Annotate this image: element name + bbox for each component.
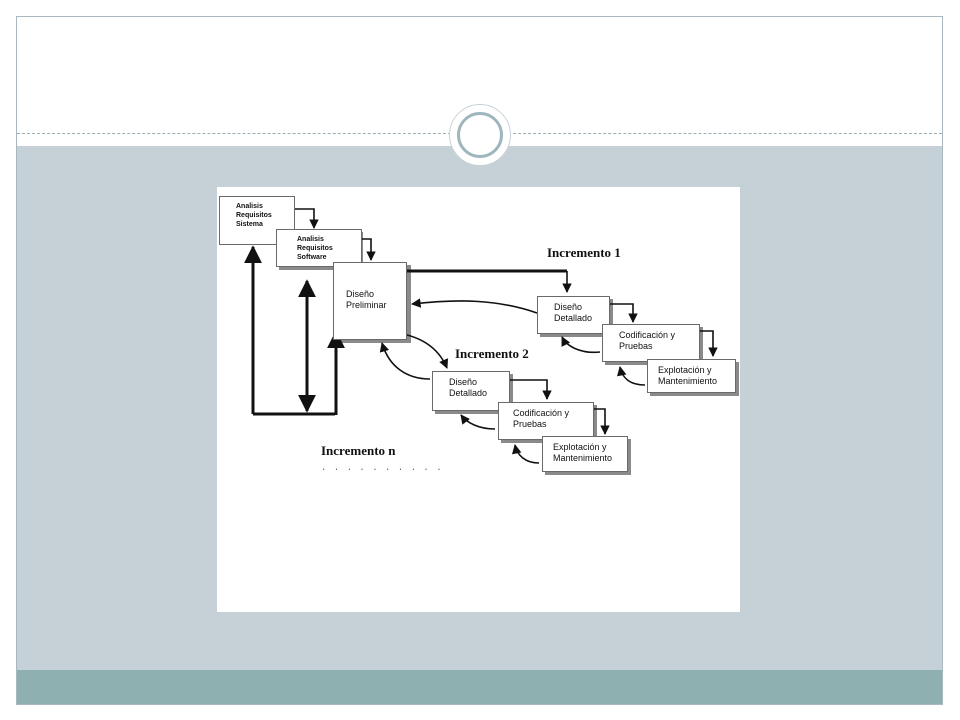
box-inc2-codificacion-pruebas: Codificación y Pruebas [498, 402, 594, 440]
box-line: Mantenimiento [658, 376, 718, 386]
ring-inner [457, 112, 503, 158]
box-analisis-requisitos-software: Analisis Requisitos Software [276, 229, 362, 267]
box-line: Requisitos [236, 212, 272, 219]
box-line: Analisis [297, 236, 324, 243]
box-inc1-explotacion-mantenimiento: Explotación y Mantenimiento [647, 359, 736, 393]
box-line: Sistema [236, 221, 263, 228]
box-diseno-preliminar: Diseño Preliminar [333, 262, 407, 340]
box-line: Software [297, 254, 327, 261]
box-line: Diseño [554, 302, 583, 312]
box-line: Codificación y [513, 408, 570, 418]
box-line: Explotación y [658, 365, 712, 375]
incremental-model-diagram: Analisis Requisitos Sistema Analisis Req… [217, 187, 740, 612]
box-line: Pruebas [513, 419, 547, 429]
ellipsis-more-increments: . . . . . . . . . . [321, 463, 443, 473]
ring-ornament-icon [449, 104, 511, 166]
box-inc1-diseno-detallado: Diseño Detallado [537, 296, 610, 334]
box-line: Analisis [236, 203, 263, 210]
box-line: Detallado [449, 388, 488, 398]
box-inc1-codificacion-pruebas: Codificación y Pruebas [602, 324, 700, 362]
box-line: Explotación y [553, 442, 607, 452]
box-line: Diseño [346, 289, 375, 299]
box-line: Preliminar [346, 300, 387, 310]
label-incremento-n: Incremento n [321, 443, 396, 458]
box-line: Diseño [449, 377, 478, 387]
box-line: Mantenimiento [553, 453, 613, 463]
box-line: Requisitos [297, 245, 333, 252]
label-incremento-1: Incremento 1 [547, 245, 621, 260]
box-inc2-explotacion-mantenimiento: Explotación y Mantenimiento [542, 436, 628, 472]
box-inc2-diseno-detallado: Diseño Detallado [432, 371, 510, 411]
box-line: Pruebas [619, 341, 653, 351]
label-incremento-2: Incremento 2 [455, 346, 529, 361]
box-line: Codificación y [619, 330, 676, 340]
slide-frame [16, 16, 943, 705]
footer-bar [17, 670, 942, 704]
box-line: Detallado [554, 313, 593, 323]
